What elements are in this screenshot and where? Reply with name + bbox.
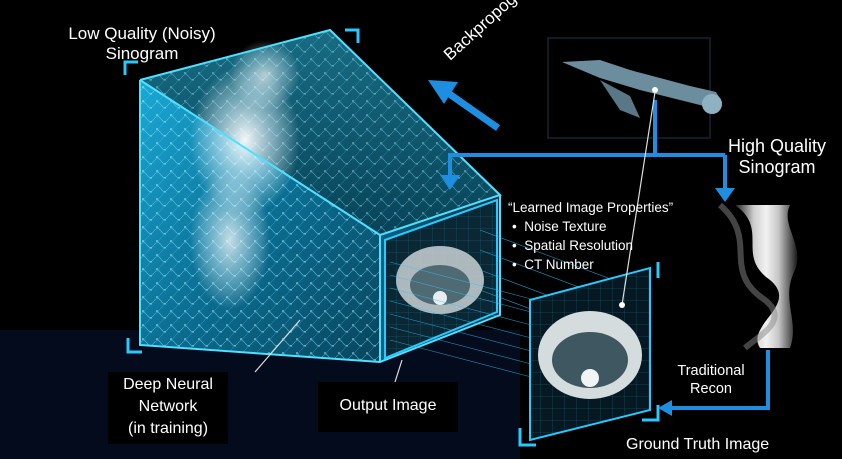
- noisy-sinogram-glow-top: [230, 40, 300, 110]
- output-label-box: [318, 382, 458, 432]
- dnn-pointer-line: [254, 319, 301, 373]
- learned-item-text: Spatial Resolution: [524, 238, 634, 253]
- learned-item: • Spatial Resolution: [512, 238, 634, 253]
- human-body-model-icon: [547, 37, 722, 139]
- learned-properties: “Learned Image Properties” • Noise Textu…: [508, 198, 673, 274]
- traditional-line1: Traditional: [677, 363, 745, 379]
- traditional-line2: Recon: [690, 381, 732, 397]
- learned-title: “Learned Image Properties”: [508, 200, 674, 215]
- noisy-sinogram-glow-lower: [190, 170, 270, 310]
- low-quality-line2: Sinogram: [105, 43, 179, 63]
- pointer-line: [621, 91, 656, 306]
- traditional-recon-label: Traditional Recon: [664, 362, 758, 398]
- dnn-line1: Deep Neural: [123, 376, 213, 393]
- dnn-label: Deep Neural Network (in training): [102, 374, 234, 440]
- sinogram-image: [715, 200, 810, 351]
- ground-truth-label: Ground Truth Image: [626, 436, 770, 453]
- high-quality-line2: Sinogram: [738, 156, 816, 177]
- learned-item-text: CT Number: [524, 257, 594, 272]
- learned-item-text: Noise Texture: [524, 219, 607, 234]
- ground-truth-ct-inner: [552, 332, 628, 388]
- dnn-line2: Network: [138, 398, 198, 415]
- arrow-head-to-sinogram: [715, 188, 735, 202]
- output-image-label: Output Image: [339, 397, 437, 414]
- ground-truth-ct-spine: [581, 369, 599, 387]
- pointer-dot: [619, 302, 625, 308]
- learned-item: • CT Number: [512, 257, 594, 272]
- dnn-label-box: [108, 372, 228, 444]
- cube-edges: [139, 28, 502, 364]
- low-quality-label: Low Quality (Noisy) Sinogram: [32, 24, 252, 63]
- traditional-recon-arrow: [672, 350, 770, 410]
- ground-truth-panel: [518, 262, 660, 447]
- learned-item: • Noise Texture: [512, 219, 607, 234]
- cube-corner-brackets: [123, 28, 360, 354]
- backpropagation-arrow: [428, 80, 501, 131]
- low-quality-line1: Low Quality (Noisy): [68, 24, 216, 43]
- output-pointer-line: [394, 359, 403, 383]
- high-quality-label: High Quality Sinogram: [715, 136, 839, 177]
- output-image-panel: [384, 198, 498, 360]
- high-quality-line1: High Quality: [727, 136, 827, 156]
- dnn-line3: (in training): [127, 420, 209, 437]
- ground-truth-brackets: [518, 262, 660, 447]
- arrow-head-to-ground-truth: [658, 400, 672, 416]
- high-quality-flow-arrows: [448, 100, 727, 190]
- arrow-head-to-cube: [440, 175, 460, 190]
- output-ct-inner: [410, 265, 470, 305]
- output-ct-spine: [433, 291, 447, 305]
